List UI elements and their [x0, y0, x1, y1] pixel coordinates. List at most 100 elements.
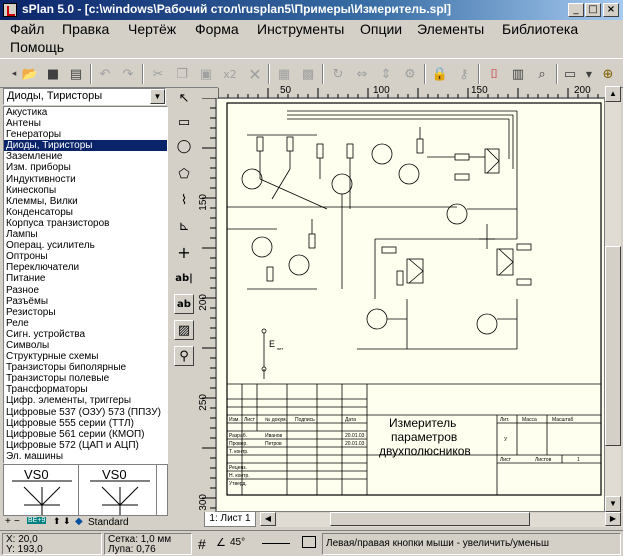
menu-edit[interactable]: Правка	[62, 21, 110, 37]
library-badge[interactable]: ВЕ+9	[27, 517, 47, 524]
grid-icon[interactable]: #	[198, 536, 206, 552]
minimize-button[interactable]: _	[568, 3, 584, 17]
copy-icon[interactable]: ❐	[176, 66, 188, 82]
library-item[interactable]: Кинескопы	[6, 184, 57, 196]
library-item[interactable]: Транзисторы полевые	[6, 373, 110, 385]
image-icon[interactable]: ▨	[174, 320, 194, 340]
redo-icon[interactable]: ↷	[122, 66, 134, 82]
delete-icon[interactable]: ✕	[248, 64, 262, 84]
library-item[interactable]: Клеммы, Вилки	[6, 195, 78, 207]
save-icon[interactable]: ■	[46, 66, 60, 82]
library-item[interactable]: Эл. машины	[6, 450, 64, 462]
library-item[interactable]: Сигн. устройства	[6, 328, 86, 340]
arrow-up-icon[interactable]: ⬆	[53, 516, 61, 526]
library-item[interactable]: Оптроны	[6, 251, 48, 263]
chevron-down-icon[interactable]: ▼	[150, 89, 165, 104]
library-item[interactable]: Трансформаторы	[6, 384, 88, 396]
library-item[interactable]: Структурные схемы	[6, 351, 99, 363]
remove-icon[interactable]: −	[14, 516, 20, 527]
scroll-up-icon[interactable]: ▲	[605, 86, 621, 102]
library-item[interactable]: Цифровые 555 серии (ТТЛ)	[6, 417, 134, 429]
library-item[interactable]: Цифровые 561 серии (КМОП)	[6, 428, 145, 440]
maximize-button[interactable]: □	[585, 3, 601, 17]
menu-options[interactable]: Опции	[360, 21, 403, 37]
polyline-icon[interactable]: ⊾	[178, 218, 190, 234]
print-icon[interactable]: ▤	[69, 66, 83, 82]
menu-tools[interactable]: Инструменты	[257, 21, 345, 37]
crosshair-icon[interactable]: +	[177, 242, 191, 262]
library-item[interactable]: Реле	[6, 317, 29, 329]
zoom-tool-icon[interactable]: ⚲	[174, 346, 194, 366]
component-icon[interactable]: ⌷	[490, 66, 498, 82]
drawing-canvas[interactable]: Изм. Лист № докум. Подпись Дата Разраб. …	[216, 98, 605, 512]
rectangle-icon[interactable]: ▭	[177, 114, 191, 130]
edit-icon[interactable]: ⚙	[404, 66, 416, 82]
group-icon[interactable]: ▦	[277, 66, 291, 82]
scroll-left-icon[interactable]: ◀	[260, 512, 276, 526]
mirror-h-icon[interactable]: ⇔	[356, 66, 368, 82]
library-item[interactable]: Индуктивности	[6, 173, 76, 185]
lock-icon[interactable]: 🔒	[431, 66, 449, 82]
bezier-icon[interactable]: ⌇	[180, 192, 188, 208]
library-item[interactable]: Символы	[6, 339, 50, 351]
polygon-icon[interactable]: ⬠	[178, 166, 190, 182]
text-icon[interactable]: ab|	[175, 272, 193, 284]
fill-style-icon[interactable]	[302, 536, 316, 548]
library-name[interactable]: Standard	[88, 517, 129, 528]
menu-drawing[interactable]: Чертёж	[128, 21, 177, 37]
menu-library[interactable]: Библиотека	[502, 21, 579, 37]
preview-cell[interactable]: VS0	[82, 465, 157, 515]
zoom-icon[interactable]: ⊕	[602, 66, 614, 82]
paste-icon[interactable]: ▣	[199, 66, 213, 82]
ungroup-icon[interactable]: ▩	[301, 66, 315, 82]
arrow-down-icon[interactable]: ⬇	[63, 516, 71, 526]
preview-cell[interactable]: VS0	[4, 465, 79, 515]
scroll-thumb[interactable]	[330, 512, 530, 526]
library-item[interactable]: Заземление	[6, 151, 63, 163]
library-item[interactable]: Питание	[6, 273, 46, 285]
library-item[interactable]: Изм. приборы	[6, 162, 71, 174]
library-item[interactable]: Резисторы	[6, 306, 56, 318]
unlock-icon[interactable]: ⚷	[459, 66, 469, 82]
library-item[interactable]: Операц. усилитель	[6, 240, 95, 252]
cut-icon[interactable]: ✂	[152, 66, 164, 82]
page-dropdown-icon[interactable]: ▼	[585, 69, 593, 79]
list-icon[interactable]: ▥	[511, 66, 525, 82]
library-item[interactable]: Акустика	[6, 107, 48, 118]
tab-sheet-1[interactable]: 1: Лист 1	[204, 512, 256, 527]
close-button[interactable]: ×	[603, 3, 619, 17]
library-item[interactable]: Диоды, Тиристоры	[4, 140, 167, 152]
scroll-down-icon[interactable]: ▼	[605, 496, 621, 512]
scroll-right-icon[interactable]: ▶	[605, 512, 621, 526]
rotate-icon[interactable]: ↻	[332, 66, 344, 82]
ellipse-icon[interactable]: ◯	[176, 138, 192, 154]
app-icon[interactable]	[3, 3, 17, 17]
vertical-scrollbar[interactable]: ▲ ▼	[605, 86, 621, 512]
scroll-thumb[interactable]	[605, 246, 621, 446]
snap-angle[interactable]: 45°	[230, 537, 246, 548]
library-item[interactable]: Корпуса транзисторов	[6, 217, 110, 229]
library-item[interactable]: Цифровые 572 (ЦАП и АЦП)	[6, 439, 139, 451]
duplicate-icon[interactable]: x2	[223, 67, 237, 81]
library-category-select[interactable]: Диоды, Тиристоры ▼	[3, 88, 166, 105]
schematic-drawing[interactable]: Изм. Лист № докум. Подпись Дата Разраб. …	[217, 99, 605, 512]
undo-icon[interactable]: ↶	[99, 66, 111, 82]
library-item[interactable]: Разъёмы	[6, 295, 49, 307]
library-item[interactable]: Генераторы	[6, 129, 62, 141]
menu-shape[interactable]: Форма	[195, 21, 239, 37]
menu-file[interactable]: Файл	[10, 21, 45, 37]
library-item[interactable]: Лампы	[6, 229, 38, 241]
angle-icon[interactable]: ∠	[216, 537, 226, 549]
library-item[interactable]: Разное	[6, 284, 40, 296]
horizontal-scrollbar[interactable]: ◀ ▶	[260, 512, 621, 527]
open-icon[interactable]: 📂	[21, 66, 39, 82]
add-icon[interactable]: +	[5, 516, 11, 527]
line-width-icon[interactable]	[262, 543, 290, 544]
find-icon[interactable]: ⌕	[538, 66, 546, 82]
library-item[interactable]: Цифровые 537 (ОЗУ) 573 (ППЗУ)	[6, 406, 161, 418]
library-item[interactable]: Переключатели	[6, 262, 80, 274]
library-item[interactable]: Антены	[6, 118, 41, 130]
library-item[interactable]: Транзисторы биполярные	[6, 362, 127, 374]
pointer-icon[interactable]: ↖	[178, 90, 190, 106]
